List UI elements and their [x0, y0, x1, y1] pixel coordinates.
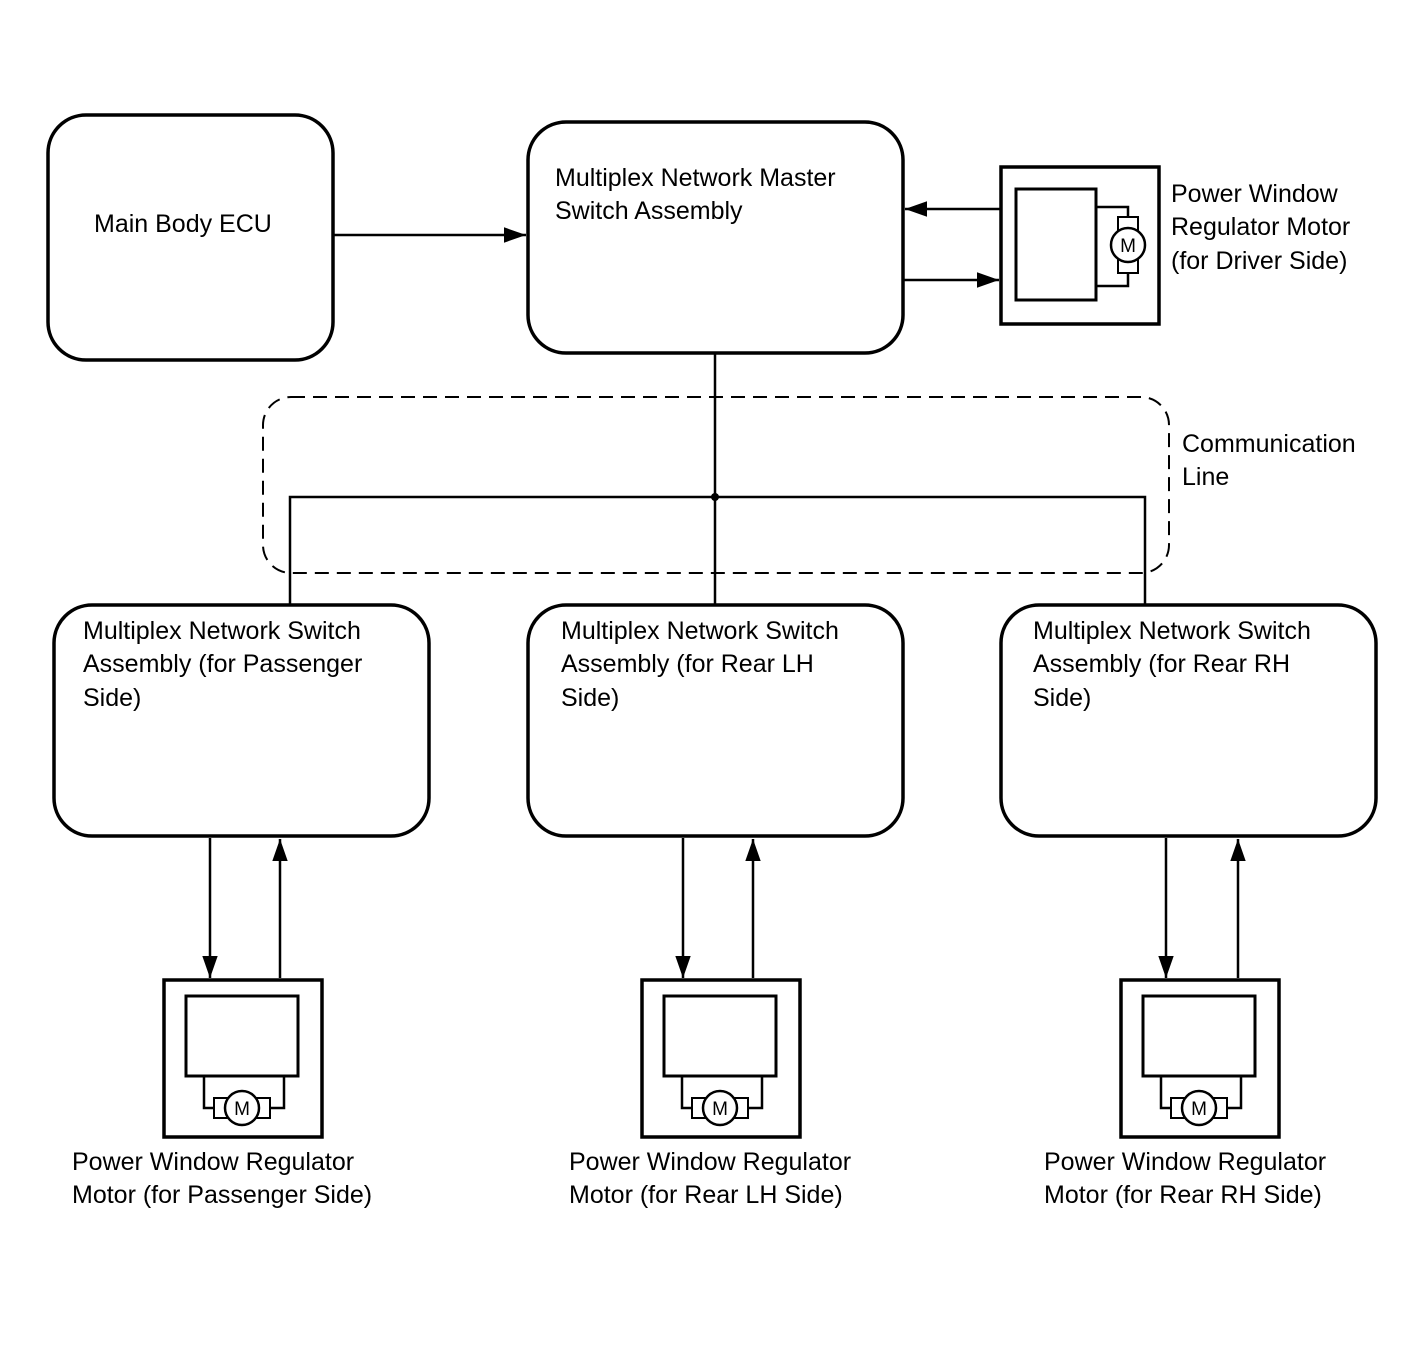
motor-symbol-icon [1109, 226, 1147, 264]
rear-rh-switch-label: Multiplex Network Switch Assembly (for R… [1033, 617, 1318, 712]
driver-motor-node: M Power Window Regulator Motor (for Driv… [999, 165, 1357, 326]
passenger-motor-node: M Power Window Regulator Motor (for Pass… [72, 978, 372, 1209]
main-body-ecu-node: Main Body ECU [46, 113, 335, 362]
driver-motor-label: Power Window Regulator Motor (for Driver… [1171, 180, 1357, 275]
master-switch-node: Multiplex Network Master Switch Assembly [526, 120, 905, 355]
motor-symbol-label: M [1191, 1099, 1207, 1120]
master-switch-label: Multiplex Network Master Switch Assembly [555, 164, 843, 225]
rear-rh-motor-label: Power Window Regulator Motor (for Rear R… [1044, 1148, 1333, 1209]
communication-line-label: Communication Line [1182, 430, 1363, 491]
motor-symbol-label: M [712, 1099, 728, 1120]
motor-symbol-label: M [1120, 236, 1136, 257]
bus-junction-dot [711, 493, 719, 501]
passenger-switch-label: Multiplex Network Switch Assembly (for P… [83, 617, 369, 712]
communication-bus [288, 353, 1147, 605]
rear-lh-switch-label: Multiplex Network Switch Assembly (for R… [561, 617, 846, 712]
rear-rh-switch-node: Multiplex Network Switch Assembly (for R… [999, 603, 1378, 838]
rear-rh-motor-node: M Power Window Regulator Motor (for Rear… [1044, 978, 1333, 1209]
main-body-ecu-label: Main Body ECU [94, 210, 272, 238]
rear-lh-motor-node: M Power Window Regulator Motor (for Rear… [569, 978, 858, 1209]
rear-lh-switch-node: Multiplex Network Switch Assembly (for R… [526, 603, 905, 838]
communication-line-region: Communication Line [262, 396, 1363, 574]
passenger-motor-label: Power Window Regulator Motor (for Passen… [72, 1148, 372, 1209]
rear-lh-motor-label: Power Window Regulator Motor (for Rear L… [569, 1148, 858, 1209]
motor-symbol-label: M [234, 1099, 250, 1120]
passenger-switch-node: Multiplex Network Switch Assembly (for P… [52, 603, 431, 838]
